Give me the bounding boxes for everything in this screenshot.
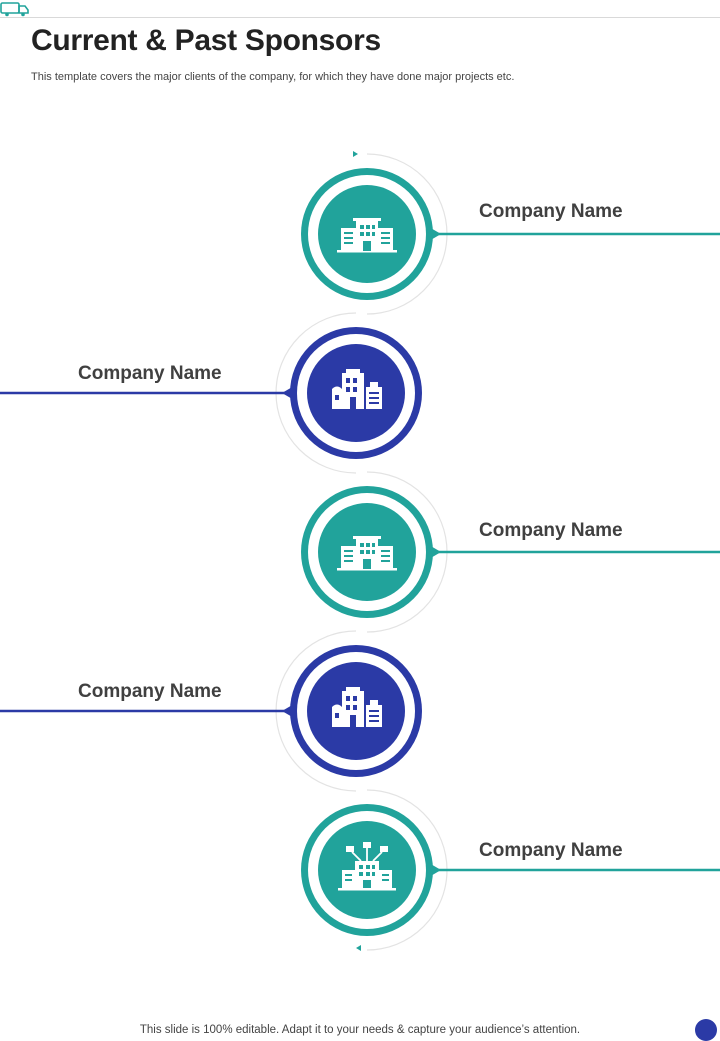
top-divider (0, 17, 720, 18)
start-arrow-icon (353, 151, 358, 157)
sponsor-label-2: Company Name (78, 363, 222, 384)
sponsor-label-1: Company Name (479, 201, 623, 222)
corner-dot (695, 1019, 717, 1041)
truck-logo-icon (0, 2, 29, 17)
end-arrow-icon (356, 945, 361, 951)
page-title: Current & Past Sponsors (31, 24, 381, 57)
sponsor-label-5: Company Name (479, 840, 623, 861)
sponsor-label-4: Company Name (78, 681, 222, 702)
page-subtitle: This template covers the major clients o… (31, 71, 515, 83)
footer-note: This slide is 100% editable. Adapt it to… (139, 1024, 581, 1036)
sponsor-label-3: Company Name (479, 520, 623, 541)
